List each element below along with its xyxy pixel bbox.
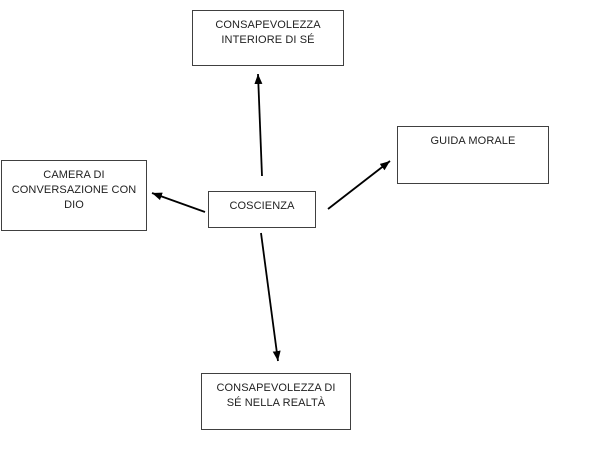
diagram-node-coscienza-center: COSCIENZA [208, 191, 316, 228]
diagram-node-consapevolezza-realta: CONSAPEVOLEZZA DI SÉ NELLA REALTÀ [201, 373, 351, 430]
arrow-center-to-top [254, 73, 263, 177]
diagram-node-consapevolezza-interiore: CONSAPEVOLEZZA INTERIORE DI SÉ [192, 10, 344, 66]
arrow-center-to-right [327, 160, 391, 210]
diagram-node-camera-conversazione-dio: CAMERA DI CONVERSAZIONE CON DIO [1, 160, 147, 231]
arrow-center-to-left [151, 192, 206, 213]
diagram-node-guida-morale: GUIDA MORALE [397, 126, 549, 184]
arrow-center-to-bottom [260, 232, 281, 362]
